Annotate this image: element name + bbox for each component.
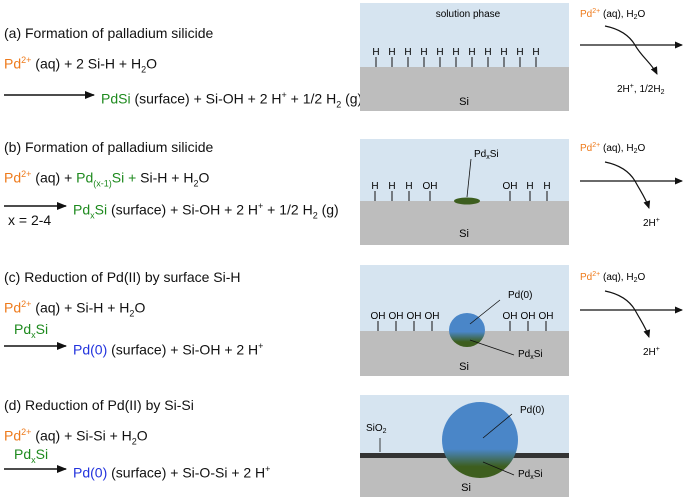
pd0-particle-large [442, 402, 518, 478]
surface-group-label: H [371, 181, 378, 192]
panel-a-flow: Pd2+ (aq), H2O 2H+, 1/2H2 [580, 8, 683, 96]
panel-c-title: (c) Reduction of Pd(II) by surface Si-H [4, 269, 241, 285]
panel-a-reactants: Pd2+ (aq) + 2 Si-H + H2O [4, 55, 157, 75]
panel-d-pd0-label: Pd(0) [520, 405, 544, 416]
surface-group-label: H [500, 47, 507, 58]
panel-b-flow-input: Pd2+ (aq), H2O [580, 142, 645, 155]
panel-b-si-label: Si [459, 228, 469, 240]
panel-d-surface-diagram: Pd(0) SiO2 PdxSi Si [360, 395, 569, 497]
panel-a-flow-input: Pd2+ (aq), H2O [580, 8, 645, 21]
panel-c-pdxsi-label: PdxSi [518, 349, 543, 361]
surface-group-label: OH [503, 181, 518, 192]
surface-group-label: H [372, 47, 379, 58]
panel-d-title: (d) Reduction of Pd(II) by Si-Si [4, 397, 194, 413]
panel-b-pdxsi-label: PdxSi [474, 149, 499, 161]
pdxsi-particle [454, 197, 480, 205]
panel-d-pdxsi-label: PdxSi [518, 469, 543, 481]
surface-group-label: H [452, 47, 459, 58]
panel-c-flow-input: Pd2+ (aq), H2O [580, 271, 645, 284]
panel-d-catalyst: PdxSi [14, 446, 49, 465]
surface-group-label: OH [389, 311, 404, 322]
surface-group-label: H [420, 47, 427, 58]
surface-group-label: OH [423, 181, 438, 192]
panel-c-product: Pd(0) (surface) + Si-OH + 2 H+ [73, 341, 264, 358]
surface-group-label: H [436, 47, 443, 58]
surface-group-label: H [516, 47, 523, 58]
surface-group-label: OH [425, 311, 440, 322]
panel-d-sio2-label: SiO2 [366, 423, 387, 435]
surface-group-label: H [532, 47, 539, 58]
panel-b-flow: Pd2+ (aq), H2O 2H+ [580, 142, 683, 229]
panel-b-title: (b) Formation of palladium silicide [4, 139, 214, 155]
panel-b-product: PdxSi (surface) + Si-OH + 2 H+ + 1/2 H2 … [73, 201, 339, 221]
pd0-particle [449, 313, 485, 347]
panel-a-flow-output: 2H+, 1/2H2 [617, 83, 665, 96]
surface-group-label: H [484, 47, 491, 58]
surface-group-label: H [388, 181, 395, 192]
panel-c-reactants: Pd2+ (aq) + Si-H + H2O [4, 299, 146, 319]
panel-c-pd0-label: Pd(0) [508, 290, 532, 301]
panel-c-catalyst: PdxSi [14, 321, 49, 340]
panel-b-reactants: Pd2+ (aq) + Pd(x-1)Si + Si-H + H2O [4, 169, 210, 189]
surface-group-label: H [526, 181, 533, 192]
panel-c-si-label: Si [459, 361, 469, 373]
solution-phase-label: solution phase [436, 9, 501, 20]
panel-d-reactants: Pd2+ (aq) + Si-Si + H2O [4, 427, 148, 447]
panel-b-condition: x = 2-4 [8, 212, 52, 228]
surface-group-label: OH [539, 311, 554, 322]
panel-b-flow-output: 2H+ [643, 217, 660, 229]
panel-c-flow: Pd2+ (aq), H2O 2H+ [580, 271, 683, 358]
surface-group-label: OH [407, 311, 422, 322]
panel-a-product: PdSi (surface) + Si-OH + 2 H+ + 1/2 H2 (… [101, 90, 363, 110]
surface-group-label: H [388, 47, 395, 58]
surface-group-label: H [468, 47, 475, 58]
surface-group-label: H [543, 181, 550, 192]
pdxsi-pointer [466, 158, 472, 198]
surface-group-label: H [405, 181, 412, 192]
panel-d-si-label: Si [461, 482, 471, 494]
panel-c-flow-output: 2H+ [643, 346, 660, 358]
panel-d-product: Pd(0) (surface) + Si-O-Si + 2 H+ [73, 464, 271, 481]
panel-a-si-label: Si [459, 96, 469, 108]
surface-group-label: OH [371, 311, 386, 322]
surface-group-label: OH [521, 311, 536, 322]
panel-a-title: (a) Formation of palladium silicide [4, 25, 214, 41]
surface-group-label: H [404, 47, 411, 58]
surface-group-label: OH [503, 311, 518, 322]
